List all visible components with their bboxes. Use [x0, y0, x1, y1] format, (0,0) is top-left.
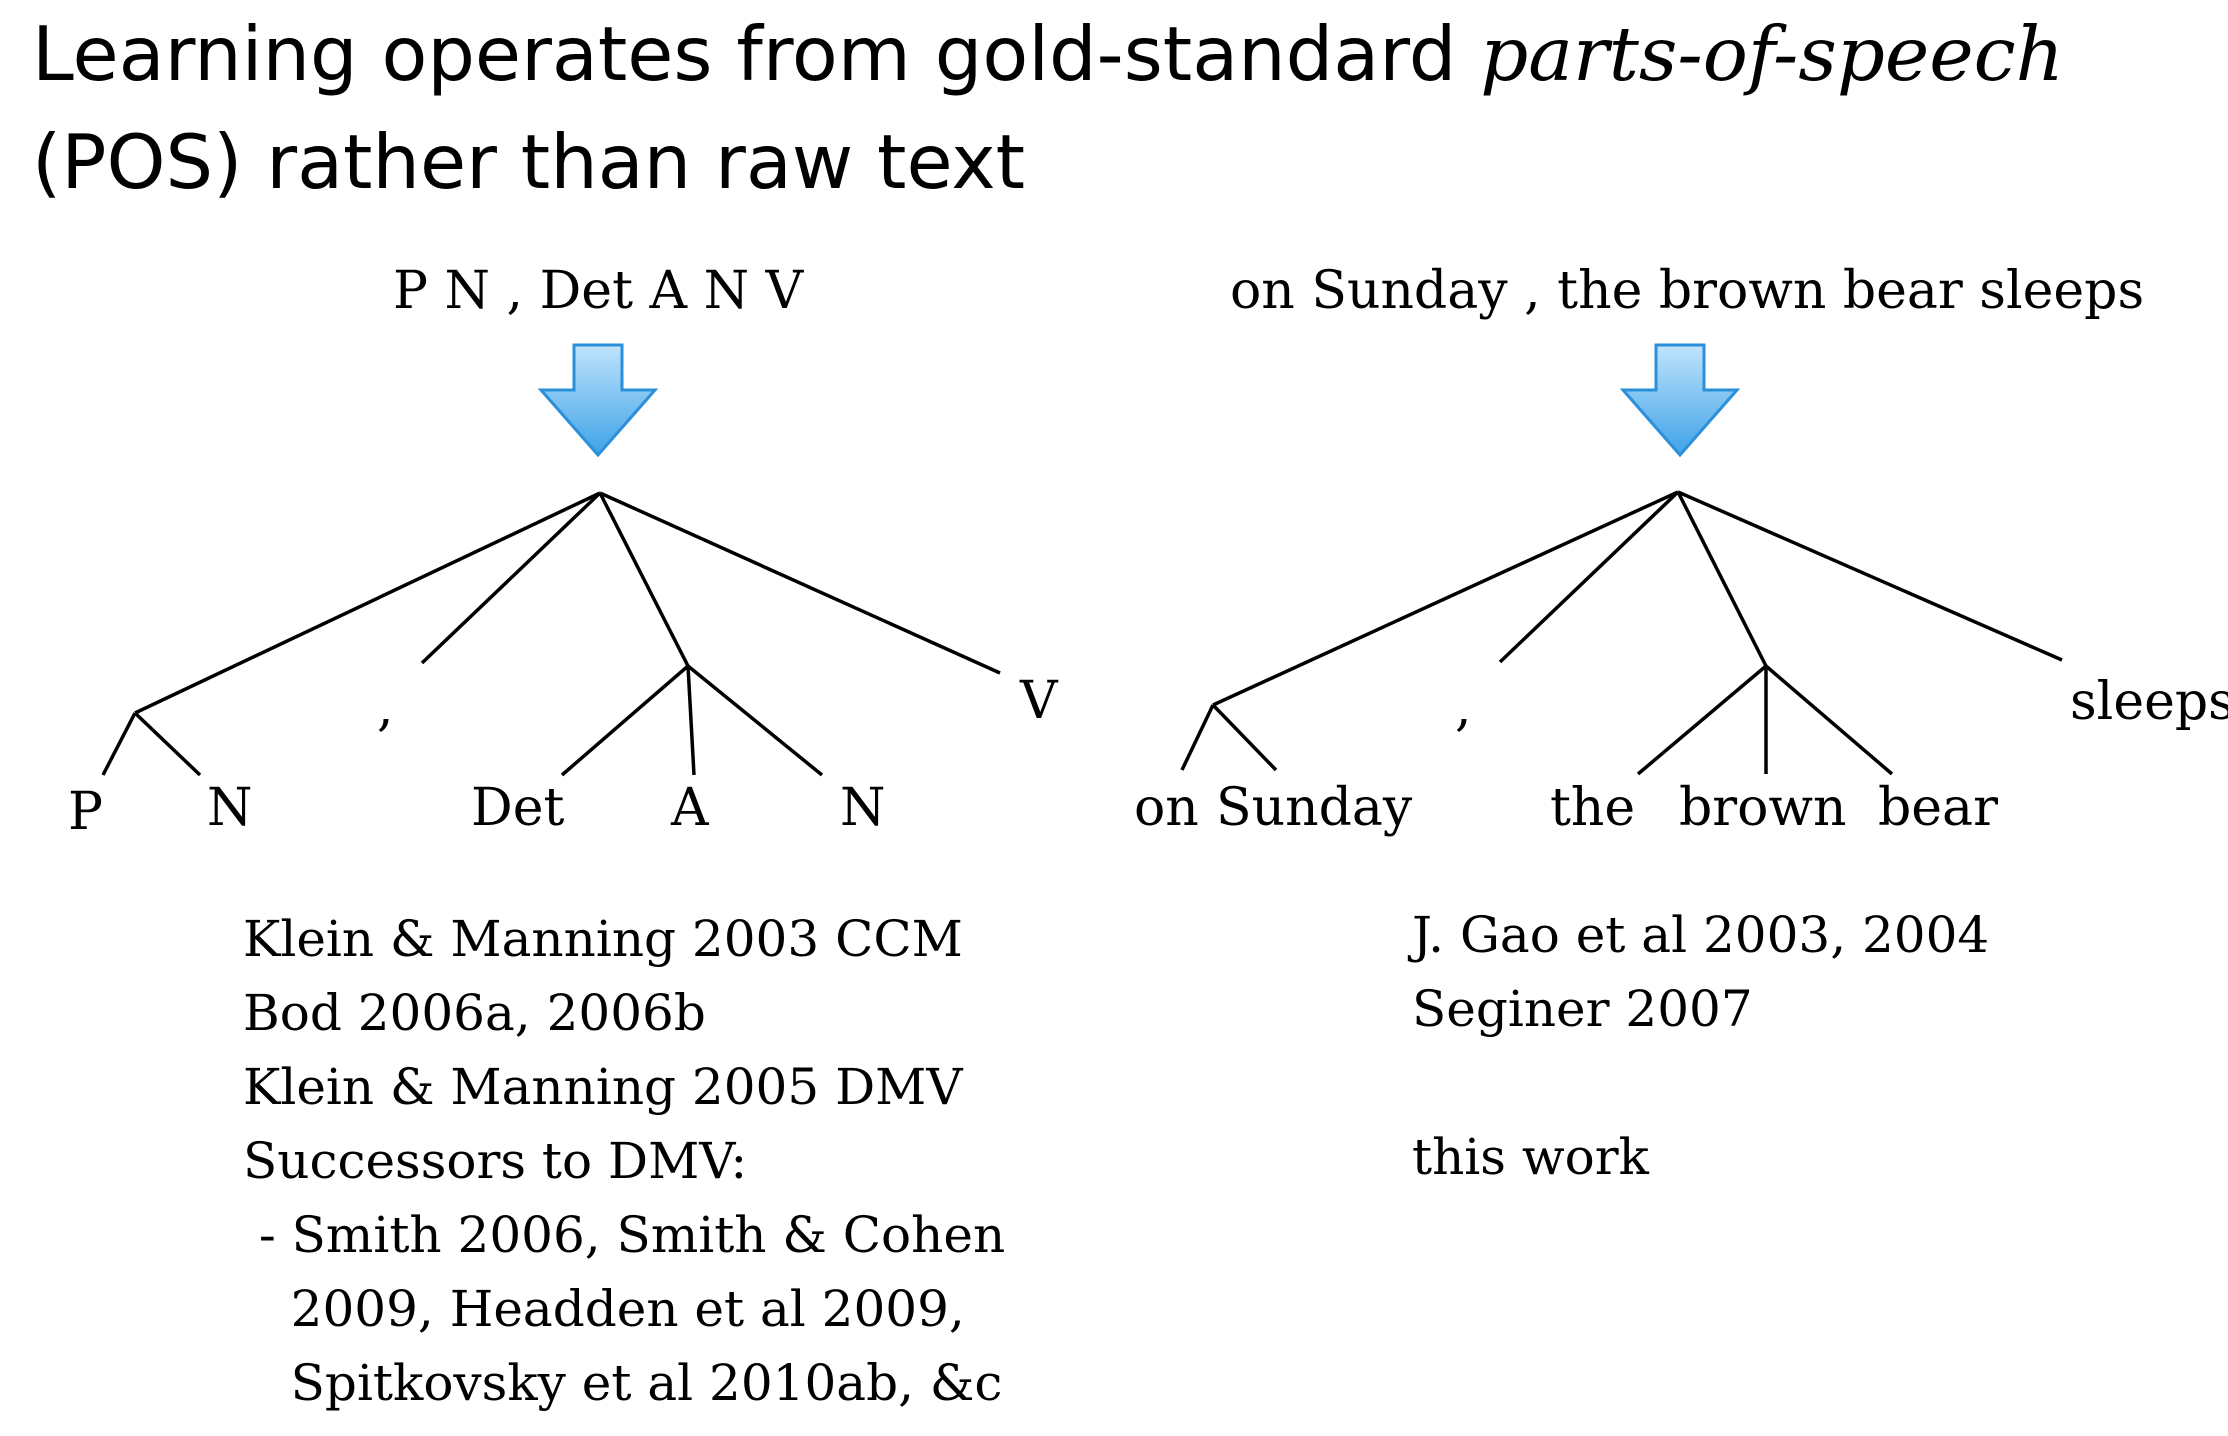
right-edge-root-comma: [1498, 490, 1680, 664]
right-leaf-brown: brown: [1679, 778, 1847, 838]
left-edge-np-n: [686, 664, 824, 777]
left-edge-np-det: [560, 664, 690, 777]
right-edge-root-np: [1676, 491, 1768, 667]
left-references: Klein & Manning 2003 CCM Bod 2006a, 2006…: [243, 902, 1005, 1420]
left-edge-root-pn: [134, 491, 601, 715]
title-line-1: Learning operates from gold-standard par…: [32, 10, 2064, 98]
left-pos-sequence: P N , Det A N V: [393, 261, 804, 321]
left-ref-line: Klein & Manning 2005 DMV: [243, 1058, 963, 1116]
right-ref-line: this work: [1412, 1128, 1649, 1186]
title-line-2: (POS) rather than raw text: [32, 118, 1026, 206]
left-parse-tree: [101, 491, 1001, 777]
right-leaf-on: on: [1134, 778, 1199, 838]
left-leaf-p: P: [68, 782, 103, 842]
right-edge-pp-on: [1180, 704, 1215, 771]
left-edge-root-v: [599, 491, 1001, 675]
left-edge-root-np: [598, 492, 690, 667]
right-edge-np-bear: [1764, 664, 1894, 776]
title-italic-phrase: parts-of-speech: [1480, 10, 2064, 98]
left-leaf-v: V: [1020, 671, 1058, 731]
left-leaf-det: Det: [471, 778, 565, 838]
left-edge-pn-p: [101, 712, 137, 776]
left-edge-root-comma: [420, 491, 602, 665]
left-down-arrow-icon: [537, 343, 659, 458]
left-edge-np-a: [686, 665, 696, 776]
left-ref-line: - Smith 2006, Smith & Cohen: [243, 1206, 1006, 1264]
left-leaf-comma: ,: [377, 678, 394, 738]
right-ref-line: J. Gao et al 2003, 2004: [1412, 906, 1990, 964]
left-ref-line: Successors to DMV:: [243, 1132, 748, 1190]
left-ref-line: Bod 2006a, 2006b: [243, 984, 706, 1042]
right-ref-line: Seginer 2007: [1412, 980, 1753, 1038]
left-leaf-a: A: [671, 778, 709, 838]
right-edge-pp-sunday: [1211, 703, 1278, 772]
right-edge-root-pp: [1212, 490, 1679, 707]
right-ref-line: [1412, 1046, 1989, 1120]
right-down-arrow-icon: [1619, 343, 1741, 458]
right-leaf-bear: bear: [1878, 778, 1998, 838]
left-edge-pn-n: [133, 711, 202, 777]
right-word-sequence: on Sunday , the brown bear sleeps: [1230, 261, 2145, 321]
left-ref-line: Klein & Manning 2003 CCM: [243, 910, 963, 968]
right-references: J. Gao et al 2003, 2004 Seginer 2007 thi…: [1412, 898, 1989, 1194]
left-ref-line: 2009, Headden et al 2009,: [243, 1280, 965, 1338]
right-edge-np-the: [1636, 664, 1768, 776]
left-leaf-n2: N: [840, 778, 886, 838]
right-leaf-comma: ,: [1455, 678, 1472, 738]
right-edge-root-sleeps: [1677, 490, 2063, 662]
right-parse-tree: [1180, 490, 2063, 776]
slide-title: Learning operates from gold-standard par…: [32, 0, 2064, 216]
left-leaf-n1: N: [207, 778, 253, 838]
left-ref-line: Spitkovsky et al 2010ab, &c: [243, 1354, 1003, 1412]
right-leaf-sunday: Sunday: [1216, 778, 1413, 838]
right-leaf-sleeps: sleeps: [2070, 672, 2228, 732]
right-leaf-the: the: [1550, 778, 1636, 838]
